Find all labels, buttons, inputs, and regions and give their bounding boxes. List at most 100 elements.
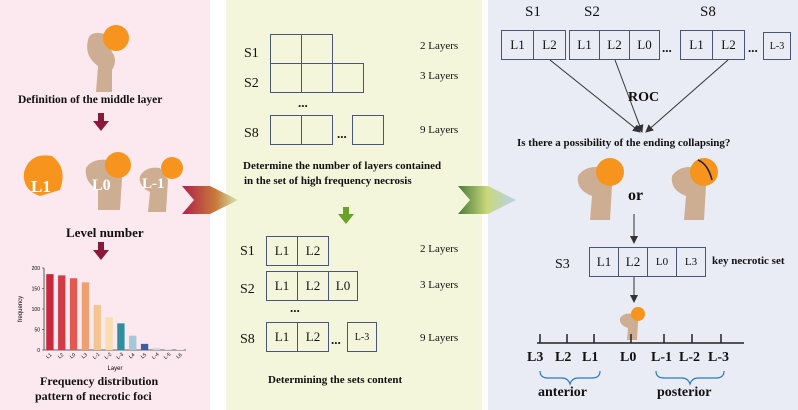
axis-label: L1: [582, 350, 599, 365]
chart-bar: [176, 349, 184, 350]
m2-s2-cell: L0: [328, 271, 358, 301]
axis-label: L0: [620, 350, 637, 365]
r-s2-cell: L0: [629, 30, 660, 60]
m2-ellipsis: ...: [290, 300, 300, 315]
femur-icon-l0: [85, 152, 131, 210]
chart-bar: [93, 304, 101, 350]
m1-s2-count: 3 Layers: [420, 70, 459, 82]
s3-label: S3: [555, 257, 570, 272]
axis-label: L-2: [679, 350, 700, 365]
r-s8-ellipsis: ...: [748, 40, 758, 55]
roc-arrow: [549, 59, 641, 133]
femur-icon-top: [87, 25, 129, 92]
arrow-middle-to-right: [458, 186, 516, 214]
r-s1-label: S1: [525, 4, 541, 20]
m1-s1-label: S1: [244, 46, 259, 61]
chart-x-tick-label: L-3: [116, 351, 126, 360]
femur-icon-lm1: [139, 157, 183, 212]
chart-x-tick-label: L4: [128, 352, 136, 360]
anterior-brace: [539, 370, 601, 386]
m1-s2-label: S2: [244, 76, 259, 91]
m2-s8-cell: L-3: [347, 322, 377, 352]
chart-x-tick-label: L3: [81, 352, 89, 360]
r-s2-label: S2: [584, 4, 600, 20]
chart-x-tick-label: L6: [175, 352, 183, 360]
chart-x-tick-label: L1: [45, 352, 53, 360]
chart-bar: [129, 335, 137, 350]
m2-s1-label: S1: [240, 244, 255, 259]
femur-icon-collapsed: [671, 158, 718, 220]
arrow-left-to-middle: [182, 186, 238, 214]
chart-bar: [69, 278, 78, 350]
axis-label: L-3: [708, 350, 729, 365]
m1-s2-cell: [332, 63, 364, 93]
chart-x-tick-label: L-2: [104, 351, 114, 360]
label-l0: L0: [92, 177, 111, 194]
m2-s1-cell: L2: [297, 236, 329, 266]
chart-bar: [140, 343, 149, 350]
m1-s8-label: S8: [244, 126, 259, 141]
label-lm1: L-1: [142, 176, 165, 192]
m2-s8-label: S8: [240, 332, 255, 347]
axis-ticks: [539, 334, 722, 343]
determining-title: Determining the sets content: [268, 374, 403, 386]
chart-bar: [117, 323, 125, 350]
m2-s8-cell: L2: [297, 322, 329, 352]
m2-s8-count: 9 Layers: [420, 332, 459, 344]
chart-bar: [164, 348, 172, 350]
r-s1-cell: L2: [533, 30, 566, 60]
m1-s8-cell: [352, 115, 384, 145]
posterior-brace: [655, 370, 725, 386]
chart-x-tick-label: L0: [69, 352, 77, 360]
left-graphics: [23, 25, 183, 260]
roc-arrow: [614, 59, 644, 133]
chart-y-tick-label: 50: [34, 328, 40, 334]
or-text: or: [628, 187, 644, 204]
m1-s1-count: 2 Layers: [420, 40, 459, 52]
axis-label: L2: [555, 350, 572, 365]
chart-x-tick-label: L-4: [151, 351, 161, 360]
femur-icon-intact: [577, 158, 624, 220]
down-arrow-icon: [93, 242, 109, 260]
level-number-title: Level number: [66, 225, 144, 240]
frequency-title-line2: pattern of necrotic foci: [35, 389, 152, 403]
chart-y-label: frequency: [18, 296, 24, 322]
determine-line1: Determine the number of layers contained: [243, 160, 442, 172]
label-l1: L1: [31, 177, 51, 196]
definition-title: Definition of the middle layer: [18, 94, 163, 106]
m2-s2-label: S2: [240, 282, 255, 297]
chart-bar: [152, 347, 161, 350]
chart-x-tick-label: L-1: [92, 351, 102, 360]
chart-y-tick-label: 100: [32, 307, 41, 313]
r-s8-label: S8: [700, 4, 716, 20]
chart-bar: [58, 275, 66, 350]
determine-line2: in the set of high frequency necrosis: [244, 175, 412, 187]
chart-bar: [81, 282, 90, 350]
axis-label: L3: [527, 350, 544, 365]
anterior-label: anterior: [538, 385, 587, 400]
chart-bar: [105, 317, 113, 350]
m2-s2-count: 3 Layers: [420, 279, 459, 291]
m2-s8-ellipsis: ...: [331, 332, 341, 347]
chart-x-tick-label: L2: [57, 352, 65, 360]
m1-s8-cell: [301, 115, 333, 145]
m2-s1-count: 2 Layers: [420, 243, 459, 255]
chart-bar: [46, 274, 54, 350]
chart-x-label: Layer: [107, 366, 122, 372]
r-s8-cell: L2: [712, 30, 745, 60]
chart-x-tick-label: L5: [140, 352, 148, 360]
l1-head-icon: [23, 155, 63, 196]
question-text: Is there a possibility of the ending col…: [517, 137, 731, 149]
roc-label: ROC: [628, 90, 660, 105]
s3-cell: L3: [676, 247, 706, 277]
r-ellipsis: ...: [662, 40, 672, 55]
s3-cell: L1: [589, 247, 619, 277]
s3-cell: L2: [618, 247, 648, 277]
chart-x-tick-label: L-5: [163, 351, 173, 360]
chart-y-tick-label: 0: [37, 348, 40, 354]
s3-cell: L0: [647, 247, 677, 277]
middle-panel: [226, 0, 482, 410]
